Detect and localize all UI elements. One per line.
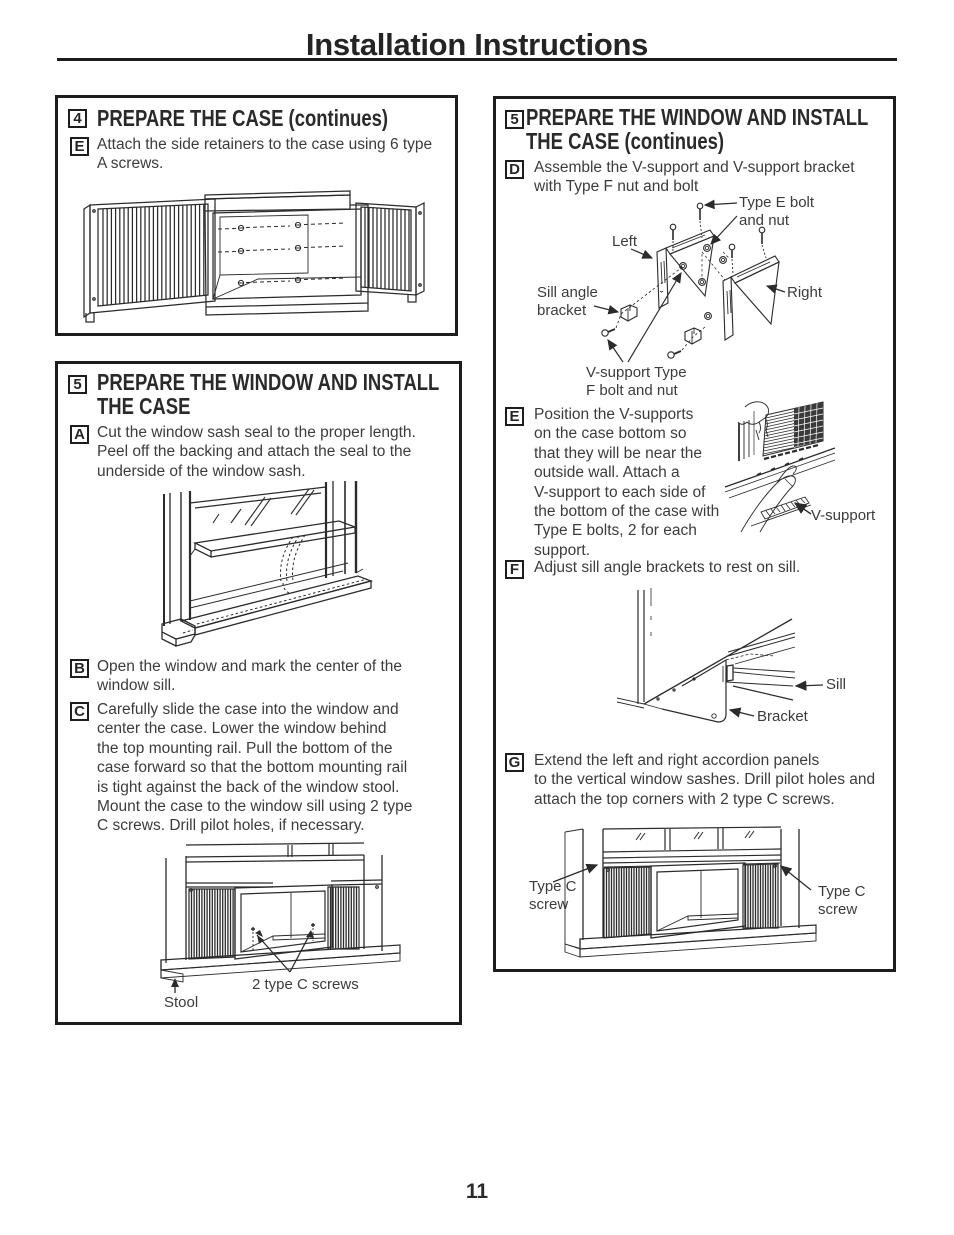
svg-text:Bracket: Bracket <box>757 708 809 725</box>
svg-text:V-support Type: V-support Type <box>586 364 687 381</box>
svg-text:V-support: V-support <box>811 507 876 524</box>
svg-text:Sill angle: Sill angle <box>537 284 598 301</box>
svg-text:2 type C screws: 2 type C screws <box>252 976 359 993</box>
svg-text:Right: Right <box>787 284 823 301</box>
svg-text:Stool: Stool <box>164 994 198 1011</box>
svg-text:screw: screw <box>529 896 568 913</box>
svg-text:and nut: and nut <box>739 212 790 229</box>
svg-text:Sill: Sill <box>826 676 846 693</box>
svg-text:bracket: bracket <box>537 302 587 319</box>
svg-text:Type E bolt: Type E bolt <box>739 194 815 211</box>
svg-text:F bolt and nut: F bolt and nut <box>586 382 679 399</box>
svg-text:Left: Left <box>612 233 638 250</box>
svg-text:Type C: Type C <box>529 878 577 895</box>
svg-text:screw: screw <box>818 901 857 918</box>
svg-text:Type C: Type C <box>818 883 866 900</box>
